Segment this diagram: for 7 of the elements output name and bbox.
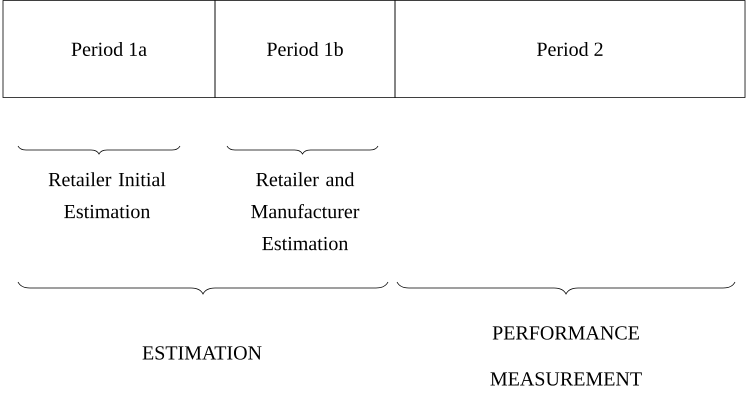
period-box: Period 1a (2, 0, 216, 98)
bracket-label: ESTIMATION (142, 346, 262, 360)
period-box: Period 1b (214, 0, 396, 98)
period-box: Period 2 (394, 0, 746, 98)
bracket-label: Retailer Initial Estimation (48, 172, 166, 218)
bracket-label: Retailer and Manufacturer Estimation (251, 172, 360, 250)
bracket-label: PERFORMANCE MEASUREMENT (490, 326, 642, 386)
